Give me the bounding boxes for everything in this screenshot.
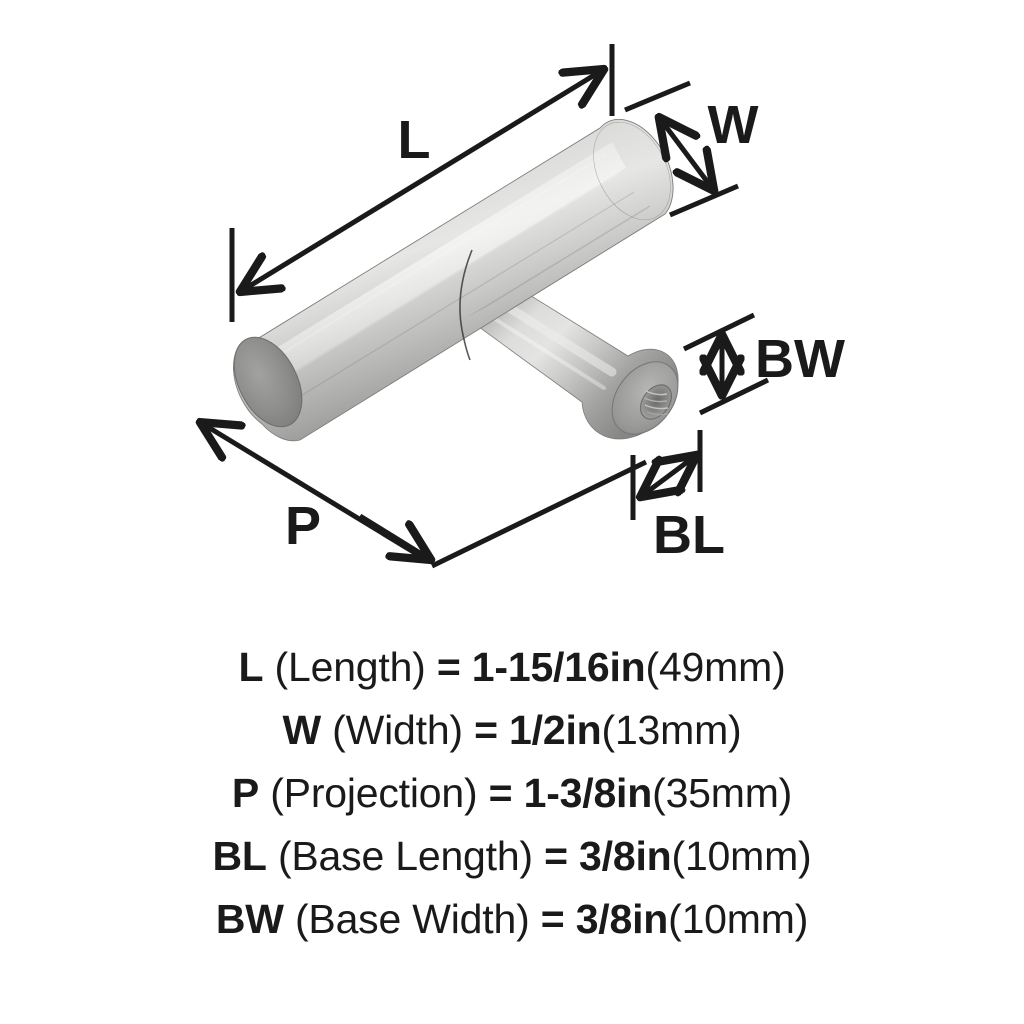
legend-name-l: (Length) <box>274 644 426 690</box>
legend-row-base-length: BL (Base Length) = 3/8in(10mm) <box>0 825 1024 888</box>
width-arrow <box>661 120 712 188</box>
base-width-ext-top <box>682 312 756 352</box>
dimension-callout-base-width: BW <box>755 329 845 389</box>
legend-metric-w: (13mm) <box>601 707 742 753</box>
length-arrow <box>243 71 601 290</box>
width-ext-bottom <box>669 183 739 218</box>
dimension-callout-length: L <box>398 110 431 170</box>
knob-diagram: L W P BL BW <box>0 44 845 569</box>
knob-end-cap <box>233 336 303 428</box>
legend-row-width: W (Width) = 1/2in(13mm) <box>0 699 1024 762</box>
dimension-annotations <box>203 44 770 569</box>
legend-equals-bl: = <box>544 833 568 879</box>
legend-metric-l: (49mm) <box>645 644 786 690</box>
legend-equals-p: = <box>488 770 513 816</box>
threaded-hole-icon <box>639 384 673 420</box>
legend-row-projection: P (Projection) = 1-3/8in(35mm) <box>0 762 1024 825</box>
legend-metric-bw: (10mm) <box>668 896 809 942</box>
callout-letters: L W P BL BW <box>285 95 845 565</box>
legend-metric-p: (35mm) <box>652 770 793 816</box>
dimension-base-width <box>682 312 770 416</box>
legend-code-l: L <box>238 644 264 690</box>
projection-line-right <box>430 459 648 569</box>
dimension-projection <box>203 424 648 569</box>
dimension-legend: L (Length) = 1-15/16in(49mm) W (Width) =… <box>0 626 1024 1024</box>
dimension-callout-projection: P <box>285 496 321 556</box>
dimension-callout-width: W <box>708 95 759 155</box>
base-length-arrow <box>643 457 694 495</box>
legend-name-bw: (Base Width) <box>294 896 530 942</box>
width-ext-top <box>624 80 691 113</box>
dimension-width <box>624 80 739 218</box>
legend-imperial-bl: 3/8in <box>579 833 672 879</box>
legend-equals-w: = <box>474 707 498 753</box>
legend-equals-bw: = <box>540 896 565 942</box>
legend-imperial-w: 1/2in <box>509 707 602 753</box>
dimension-callout-base-length: BL <box>653 505 725 565</box>
projection-arrow-vertex <box>358 513 428 558</box>
knob-base-face <box>611 361 679 435</box>
dimension-base-length <box>630 430 703 520</box>
legend-imperial-bw: 3/8in <box>575 896 669 942</box>
dimension-length <box>229 44 615 322</box>
legend-row-length: L (Length) = 1-15/16in(49mm) <box>0 636 1024 699</box>
projection-arrow-left <box>203 424 422 559</box>
legend-imperial-l: 1-15/16in <box>471 644 646 690</box>
legend-metric-bl: (10mm) <box>671 833 812 879</box>
legend-name-bl: (Base Length) <box>277 833 533 879</box>
legend-name-p: (Projection) <box>270 770 478 816</box>
diagram-area: L W P BL BW <box>0 44 845 569</box>
legend-code-bw: BW <box>215 896 284 942</box>
legend-equals-l: = <box>436 644 461 690</box>
legend-imperial-p: 1-3/8in <box>523 770 653 816</box>
legend-code-w: W <box>282 707 321 753</box>
legend-code-p: P <box>231 770 260 816</box>
legend-code-bl: BL <box>212 833 267 879</box>
legend-name-w: (Width) <box>332 707 463 753</box>
legend-row-base-width: BW (Base Width) = 3/8in(10mm) <box>0 888 1024 951</box>
